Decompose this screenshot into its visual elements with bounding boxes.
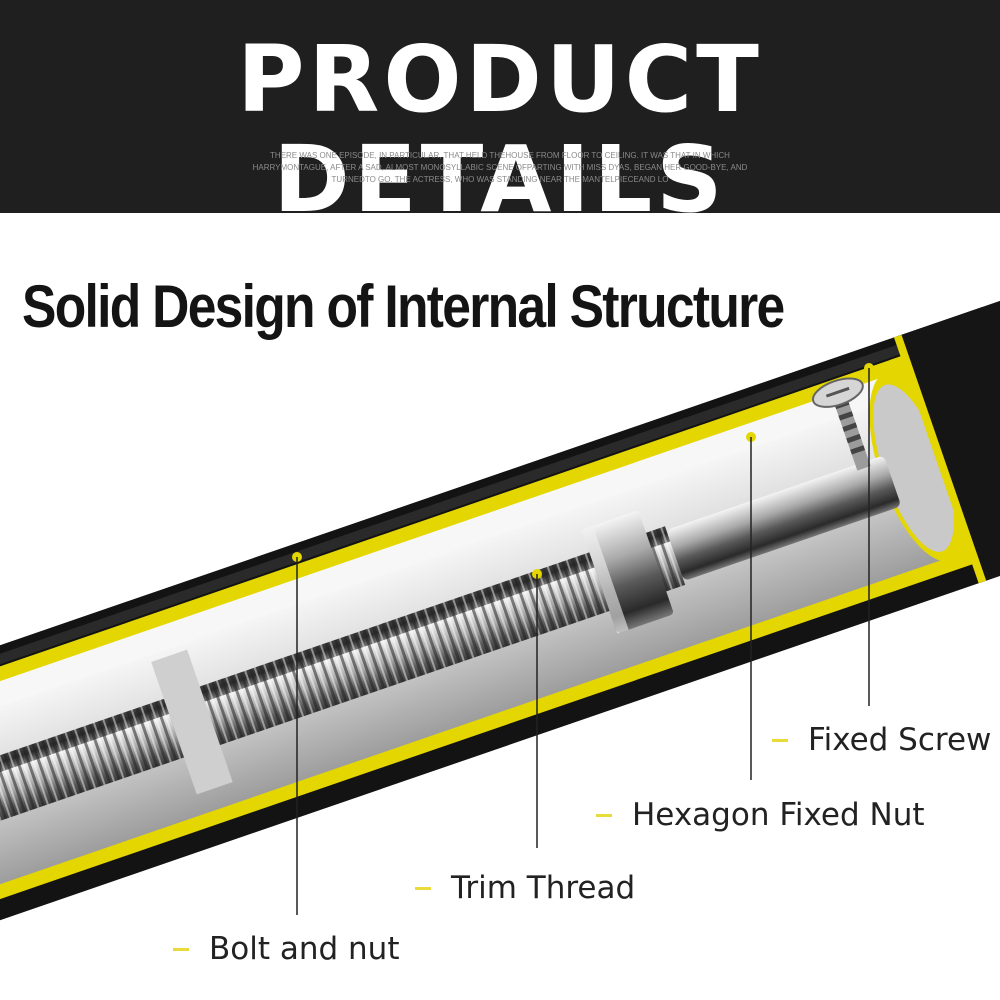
bolt-plate xyxy=(151,649,233,795)
banner-subtitle: THERE WAS ONE EPISODE, IN PARTICULAR, TH… xyxy=(252,151,748,184)
dash-icon xyxy=(772,738,788,742)
hexagon-nut xyxy=(582,511,673,633)
fixed-screw xyxy=(812,377,871,471)
callout-trim-thread: Trim Thread xyxy=(415,870,635,906)
section-headline: Solid Design of Internal Structure xyxy=(22,273,785,340)
dash-icon xyxy=(415,886,431,890)
callout-label: Bolt and nut xyxy=(209,931,400,967)
callout-hexagon-nut: Hexagon Fixed Nut xyxy=(596,797,925,833)
threaded-rod xyxy=(0,526,686,878)
banner-title: PRODUCT DETAILS xyxy=(237,26,763,233)
callout-label: Fixed Screw xyxy=(808,722,992,758)
callout-bolt-nut: Bolt and nut xyxy=(173,931,399,967)
bolt-shaft xyxy=(667,456,900,580)
grip-cutaway-illustration xyxy=(0,297,1000,959)
callout-label: Trim Thread xyxy=(451,870,636,906)
header-banner: PRODUCT DETAILS THERE WAS ONE EPISODE, I… xyxy=(0,0,1000,230)
callout-label: Hexagon Fixed Nut xyxy=(632,797,925,833)
callout-fixed-screw: Fixed Screw xyxy=(772,722,991,758)
dash-icon xyxy=(173,947,189,951)
dash-icon xyxy=(596,813,612,817)
